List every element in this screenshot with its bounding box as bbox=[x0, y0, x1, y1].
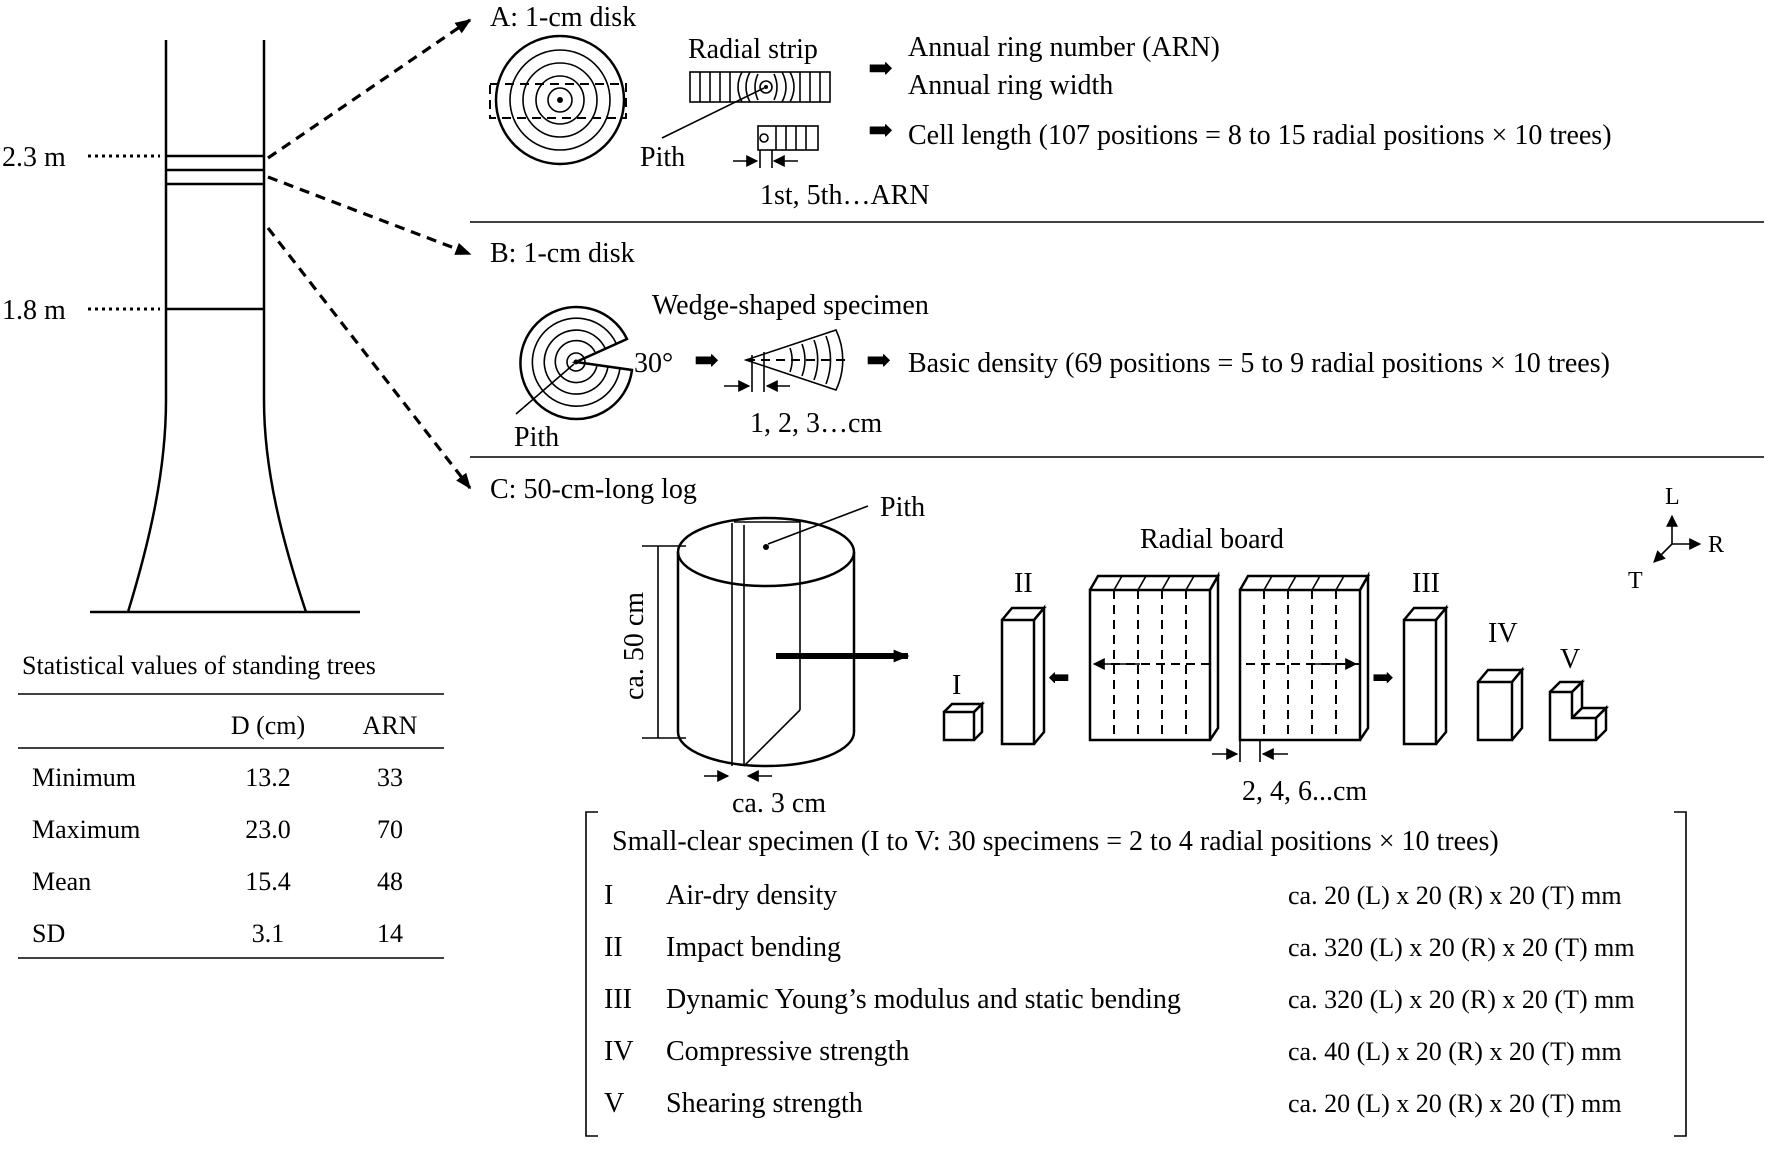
panel-a: A: 1-cm disk Radial strip bbox=[470, 2, 1764, 223]
panel-b-title: B: 1-cm disk bbox=[490, 238, 635, 269]
panel-b: B: 1-cm disk Wedge-shaped specimen Pith … bbox=[470, 238, 1764, 458]
cell-min-arn: 33 bbox=[377, 763, 403, 792]
small-clear-id: II bbox=[604, 932, 623, 963]
small-clear-name: Compressive strength bbox=[666, 1036, 909, 1067]
specimen-iii-icon bbox=[1402, 604, 1449, 746]
specimen-i-label: I bbox=[952, 670, 961, 701]
output-a-ring-width: Annual ring width bbox=[908, 70, 1113, 101]
specimen-ii-label: II bbox=[1014, 568, 1033, 599]
output-a-cell-length: Cell length (107 positions = 8 to 15 rad… bbox=[908, 120, 1612, 151]
tree-trunk bbox=[88, 40, 360, 614]
specimen-v-label: V bbox=[1560, 644, 1580, 675]
arrow-icon-b1: ➡ bbox=[694, 344, 719, 377]
radial-strip-icon bbox=[689, 71, 831, 103]
angle-label: 30° bbox=[634, 348, 673, 379]
pith-label-b: Pith bbox=[514, 422, 559, 453]
cell-length-strip-icon bbox=[757, 125, 819, 168]
row-label-minimum: Minimum bbox=[32, 763, 136, 792]
cell-sd-arn: 14 bbox=[377, 919, 403, 948]
height-label-lower: 1.8 m bbox=[2, 295, 66, 326]
radial-board-right-icon bbox=[1238, 571, 1371, 742]
specimen-iii-label: III bbox=[1412, 568, 1440, 599]
specimen-i-icon bbox=[942, 700, 986, 742]
cell-min-d: 13.2 bbox=[245, 763, 291, 792]
arrow-to-panel-a bbox=[267, 18, 472, 160]
small-clear-id: IV bbox=[604, 1036, 634, 1067]
wedge-specimen-icon bbox=[743, 329, 846, 392]
radial-board-label: Radial board bbox=[1140, 524, 1284, 555]
specimen-ii-icon bbox=[1000, 604, 1047, 746]
col-header-d: D (cm) bbox=[231, 711, 305, 740]
small-clear-id: I bbox=[604, 880, 613, 911]
arrow-icon-a1: ➡ bbox=[868, 52, 893, 85]
small-clear-box: Small-clear specimen (I to V: 30 specime… bbox=[585, 811, 1687, 1137]
stats-table: Statistical values of standing trees D (… bbox=[18, 651, 444, 959]
axis-l-label: L bbox=[1665, 484, 1680, 510]
small-clear-name: Impact bending bbox=[666, 932, 841, 963]
axis-t-label: T bbox=[1628, 568, 1643, 594]
output-b-basic-density: Basic density (69 positions = 5 to 9 rad… bbox=[908, 348, 1610, 379]
panel-c-title: C: 50-cm-long log bbox=[490, 474, 697, 505]
small-clear-size: ca. 40 (L) x 20 (R) x 20 (T) mm bbox=[1288, 1037, 1622, 1066]
position-label-b: 1, 2, 3…cm bbox=[750, 408, 882, 439]
specimen-iv-label: IV bbox=[1488, 618, 1518, 649]
arrow-icon-board-left: ⬅ bbox=[1048, 663, 1070, 692]
cell-sd-d: 3.1 bbox=[252, 919, 285, 948]
disk-a-icon bbox=[489, 34, 627, 166]
radial-board-left-icon bbox=[1088, 571, 1221, 742]
radial-strip-label: Radial strip bbox=[688, 34, 818, 65]
height-label-log: ca. 50 cm bbox=[619, 592, 650, 700]
axis-r-label: R bbox=[1708, 532, 1724, 558]
panel-a-title: A: 1-cm disk bbox=[490, 2, 636, 33]
small-clear-size: ca. 20 (L) x 20 (R) x 20 (T) mm bbox=[1288, 881, 1622, 910]
axes-icon bbox=[1653, 514, 1702, 563]
board-positions-label: 2, 4, 6...cm bbox=[1242, 776, 1367, 807]
arrow-to-panel-c bbox=[266, 227, 472, 490]
specimen-v-icon bbox=[1548, 678, 1610, 742]
cell-max-d: 23.0 bbox=[245, 815, 291, 844]
arrow-icon-board-right: ➡ bbox=[1372, 663, 1394, 692]
row-label-maximum: Maximum bbox=[32, 815, 140, 844]
small-clear-id: V bbox=[604, 1088, 624, 1119]
small-clear-title: Small-clear specimen (I to V: 30 specime… bbox=[612, 826, 1499, 857]
width-label-log: ca. 3 cm bbox=[732, 788, 826, 819]
small-clear-name: Dynamic Young’s modulus and static bendi… bbox=[666, 984, 1181, 1015]
cell-mean-arn: 48 bbox=[377, 867, 403, 896]
wedge-specimen-label: Wedge-shaped specimen bbox=[652, 290, 929, 321]
panel-c: C: 50-cm-long log Pith ca. 50 cm ca. 3 c… bbox=[490, 474, 1724, 819]
stats-table-title: Statistical values of standing trees bbox=[22, 651, 376, 680]
cell-mean-d: 15.4 bbox=[245, 867, 291, 896]
output-a-arn: Annual ring number (ARN) bbox=[908, 32, 1220, 63]
log-cylinder-icon bbox=[676, 505, 869, 768]
pith-label-c: Pith bbox=[880, 492, 925, 523]
row-label-sd: SD bbox=[32, 919, 65, 948]
row-label-mean: Mean bbox=[32, 867, 91, 896]
arrow-icon-a2: ➡ bbox=[868, 114, 893, 147]
small-clear-size: ca. 20 (L) x 20 (R) x 20 (T) mm bbox=[1288, 1089, 1622, 1118]
small-clear-size: ca. 320 (L) x 20 (R) x 20 (T) mm bbox=[1288, 985, 1635, 1014]
cell-max-arn: 70 bbox=[377, 815, 403, 844]
arrow-icon-b2: ➡ bbox=[866, 344, 891, 377]
specimen-iv-icon bbox=[1476, 666, 1525, 742]
col-header-arn: ARN bbox=[363, 711, 418, 740]
position-label-a: 1st, 5th…ARN bbox=[760, 180, 930, 211]
small-clear-name: Shearing strength bbox=[666, 1088, 863, 1119]
disk-b-icon bbox=[519, 305, 634, 421]
arrow-to-panel-b bbox=[267, 175, 472, 256]
pith-label-a: Pith bbox=[640, 142, 685, 173]
small-clear-name: Air-dry density bbox=[666, 880, 837, 911]
small-clear-size: ca. 320 (L) x 20 (R) x 20 (T) mm bbox=[1288, 933, 1635, 962]
height-label-upper: 2.3 m bbox=[2, 142, 66, 173]
small-clear-id: III bbox=[604, 984, 632, 1015]
